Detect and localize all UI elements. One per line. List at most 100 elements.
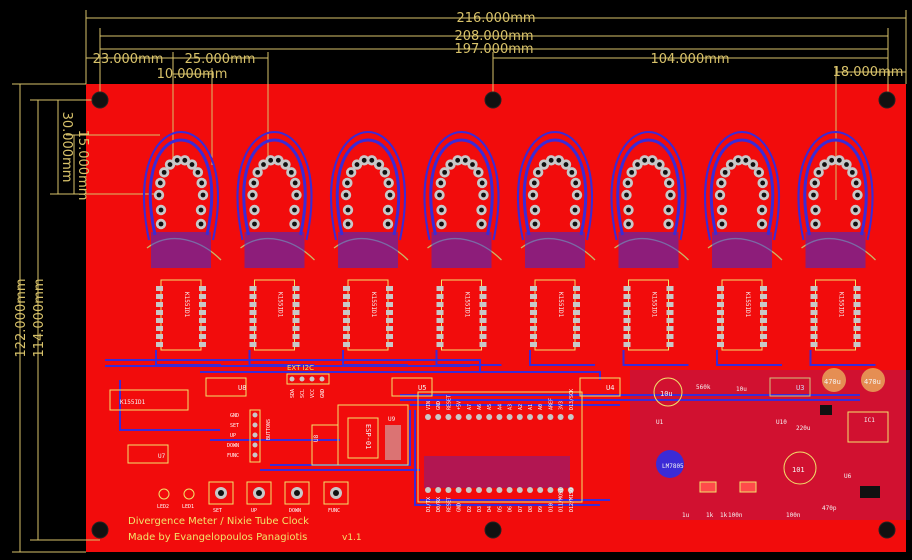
svg-text:U3: U3 xyxy=(796,384,804,392)
dim-overall-width: 216.000mm xyxy=(456,11,535,26)
board-author: Made by Evangelopoulos Panagiotis xyxy=(128,532,307,543)
arduino-bottom-pin: D3 xyxy=(476,487,483,512)
arduino-top-pin: A5 xyxy=(486,404,493,420)
dimension-lines xyxy=(12,10,907,553)
svg-text:D5: D5 xyxy=(497,506,503,512)
svg-text:UP: UP xyxy=(230,433,236,439)
svg-text:K155ID1: K155ID1 xyxy=(120,399,146,406)
push-buttons: SET UP DOWN FUNC xyxy=(208,481,349,514)
board-version: v1.1 xyxy=(342,533,362,543)
svg-text:U6: U6 xyxy=(844,473,852,480)
svg-text:1k: 1k xyxy=(720,512,728,519)
svg-text:DOWN: DOWN xyxy=(227,443,239,449)
arduino-bottom-pin: GND xyxy=(455,487,463,512)
svg-text:A7: A7 xyxy=(467,404,473,410)
svg-text:SCL: SCL xyxy=(300,389,306,398)
dim-overall-height: 122.000mm xyxy=(14,278,29,357)
svg-text:470u: 470u xyxy=(864,378,881,386)
dim-tube-pitch: 25.000mm xyxy=(185,52,256,67)
svg-text:U4: U4 xyxy=(606,384,614,392)
arduino-top-pin: A1 xyxy=(527,404,534,420)
svg-text:UP: UP xyxy=(251,508,257,514)
svg-text:FUNC: FUNC xyxy=(227,453,239,459)
svg-text:A6: A6 xyxy=(477,404,483,410)
arduino-top-pin: RESET xyxy=(445,395,452,420)
nixie-socket-4 xyxy=(423,130,502,268)
push-button-down: DOWN xyxy=(284,481,310,514)
arduino-bottom-pin: D7 xyxy=(516,487,524,512)
svg-text:K155ID1: K155ID1 xyxy=(183,292,190,318)
svg-text:D6: D6 xyxy=(508,506,514,512)
svg-text:AREF: AREF xyxy=(548,398,554,410)
driver-chip-5: K155ID1 xyxy=(529,279,595,366)
mounting-holes xyxy=(91,91,896,539)
svg-text:D0/RX: D0/RX xyxy=(436,497,442,512)
svg-text:10u: 10u xyxy=(660,390,673,398)
arduino-bottom-pin: D6 xyxy=(506,487,514,512)
arduino-top-pin: GND xyxy=(435,401,442,420)
svg-text:U5: U5 xyxy=(418,384,426,392)
nixie-socket-6 xyxy=(610,130,689,268)
dim-pad-span: 10.000mm xyxy=(157,67,228,82)
svg-text:SET: SET xyxy=(213,508,222,514)
push-button-up: UP xyxy=(246,481,272,514)
arduino-top-pin: A2 xyxy=(516,404,524,420)
svg-text:+5V: +5V xyxy=(457,401,463,410)
svg-text:1k: 1k xyxy=(706,512,714,519)
svg-text:SDA: SDA xyxy=(290,389,296,398)
status-leds: LED2 LED1 xyxy=(157,488,195,510)
svg-text:RESET: RESET xyxy=(446,395,452,410)
arduino-bottom-pin: D0/RX xyxy=(435,487,442,512)
arduino-bottom-pin: D1/TX xyxy=(425,487,432,512)
dim-hole-to-mid: 104.000mm xyxy=(650,52,729,67)
svg-text:10u: 10u xyxy=(736,386,747,393)
nixie-socket-2 xyxy=(236,130,315,268)
nixie-socket-1 xyxy=(143,130,222,268)
shift-register-u8: U8 xyxy=(205,377,247,397)
svg-text:ESP-01: ESP-01 xyxy=(364,424,372,449)
esp-module: ESP-01 U9 U8 xyxy=(311,404,409,466)
arduino-top-pin: 3V3 xyxy=(557,401,565,420)
buttons-header: GND SET UP DOWN FUNC BUTTONS xyxy=(227,409,272,463)
arduino-top-pin: +5V xyxy=(455,401,463,420)
ext-i2c-header: EXT I2C SDA SCL VCC GND xyxy=(286,364,330,398)
svg-text:3V3: 3V3 xyxy=(559,401,565,410)
svg-text:RESET: RESET xyxy=(446,497,452,512)
arduino-top-pin: D13/SCK xyxy=(567,389,575,420)
arduino-bottom-pin: D9 xyxy=(537,487,544,512)
shift-register-u5: U5 xyxy=(391,377,433,397)
arduino-bottom-pin: D4 xyxy=(486,487,493,512)
svg-text:DOWN: DOWN xyxy=(289,508,301,514)
arduino-top-pin: A3 xyxy=(506,404,514,420)
svg-text:K155ID1: K155ID1 xyxy=(370,292,377,318)
svg-text:K155ID1: K155ID1 xyxy=(557,292,564,318)
svg-text:1u: 1u xyxy=(682,512,690,519)
svg-text:K155ID1: K155ID1 xyxy=(464,292,471,318)
nixie-socket-8 xyxy=(797,130,876,268)
svg-text:VCC: VCC xyxy=(310,389,316,398)
svg-text:D7: D7 xyxy=(518,506,524,512)
svg-text:GND: GND xyxy=(230,413,239,419)
arduino-top-pin: A0 xyxy=(537,404,544,420)
board-substrate xyxy=(86,84,906,552)
svg-text:D9: D9 xyxy=(538,506,544,512)
svg-text:GND: GND xyxy=(320,389,326,398)
svg-text:VIN: VIN xyxy=(426,401,432,410)
arduino-bottom-pin: D5 xyxy=(496,487,503,512)
dim-tube-depth: 15.000mm xyxy=(75,130,90,201)
shift-register-u4: U4 xyxy=(579,377,621,397)
svg-text:K155ID1: K155ID1 xyxy=(744,292,751,318)
svg-text:A0: A0 xyxy=(538,404,544,410)
svg-text:100n: 100n xyxy=(728,512,743,519)
arduino-top-pin: AREF xyxy=(547,398,554,420)
power-section: 10u 470u 470u 220u 560k 10u 1u 100n 100n… xyxy=(630,368,910,520)
svg-text:EXT I2C: EXT I2C xyxy=(287,364,314,372)
svg-text:220u: 220u xyxy=(796,425,811,432)
push-button-set: SET xyxy=(208,481,234,514)
shift-register-u3: U3 xyxy=(769,377,811,397)
push-button-func: FUNC xyxy=(323,481,349,514)
arduino-bottom-pin: D8 xyxy=(527,487,534,512)
svg-text:LED2: LED2 xyxy=(157,504,169,510)
nixie-socket-3 xyxy=(330,130,409,268)
